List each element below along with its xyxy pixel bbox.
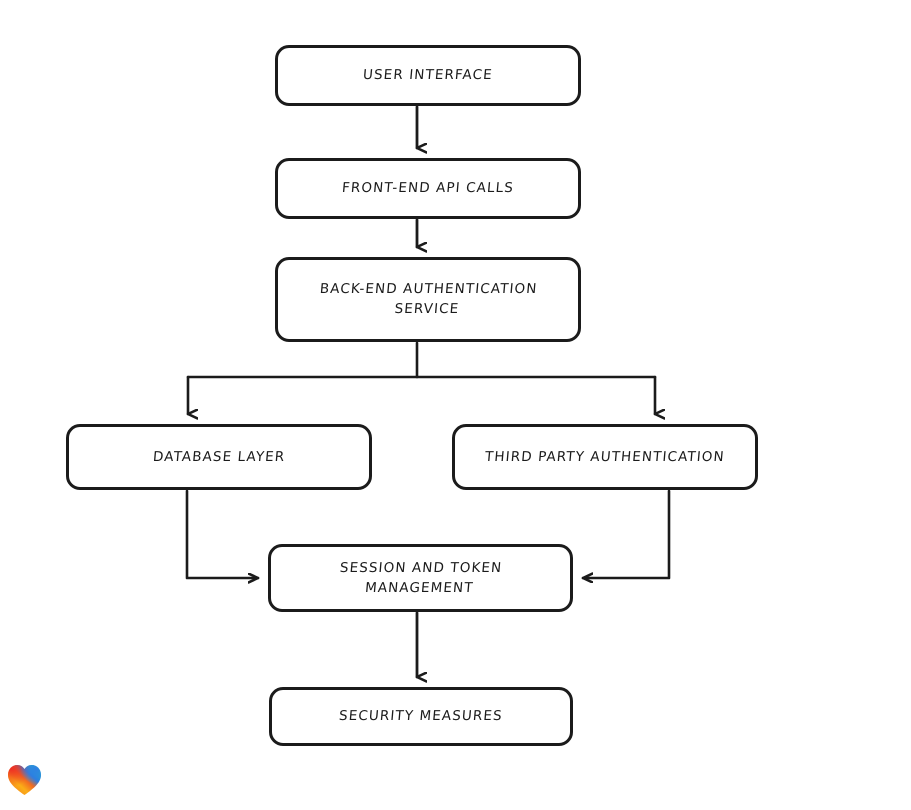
node-backend-authentication-service-label: Back-End Authentication Service [319, 281, 539, 318]
edge-third-party-to-session [581, 489, 671, 578]
node-frontend-api-calls-label: Front-End API Calls [341, 180, 515, 197]
node-database-layer-label: Database Layer [152, 448, 286, 465]
node-security-measures[interactable]: Security Measures [269, 687, 573, 746]
node-user-interface-label: User Interface [362, 67, 494, 84]
edge-database-to-session [185, 489, 260, 578]
node-backend-authentication-service[interactable]: Back-End Authentication Service [275, 257, 581, 342]
node-third-party-authentication-label: Third Party Authentication [484, 448, 726, 465]
node-database-layer[interactable]: Database Layer [66, 424, 372, 490]
node-security-measures-label: Security Measures [338, 708, 504, 725]
node-session-and-token-management[interactable]: Session and Token Management [268, 544, 573, 612]
node-session-and-token-management-label: Session and Token Management [339, 559, 504, 596]
node-user-interface[interactable]: User Interface [275, 45, 581, 106]
node-frontend-api-calls[interactable]: Front-End API Calls [275, 158, 581, 219]
heart-icon [8, 764, 41, 796]
node-third-party-authentication[interactable]: Third Party Authentication [452, 424, 758, 490]
